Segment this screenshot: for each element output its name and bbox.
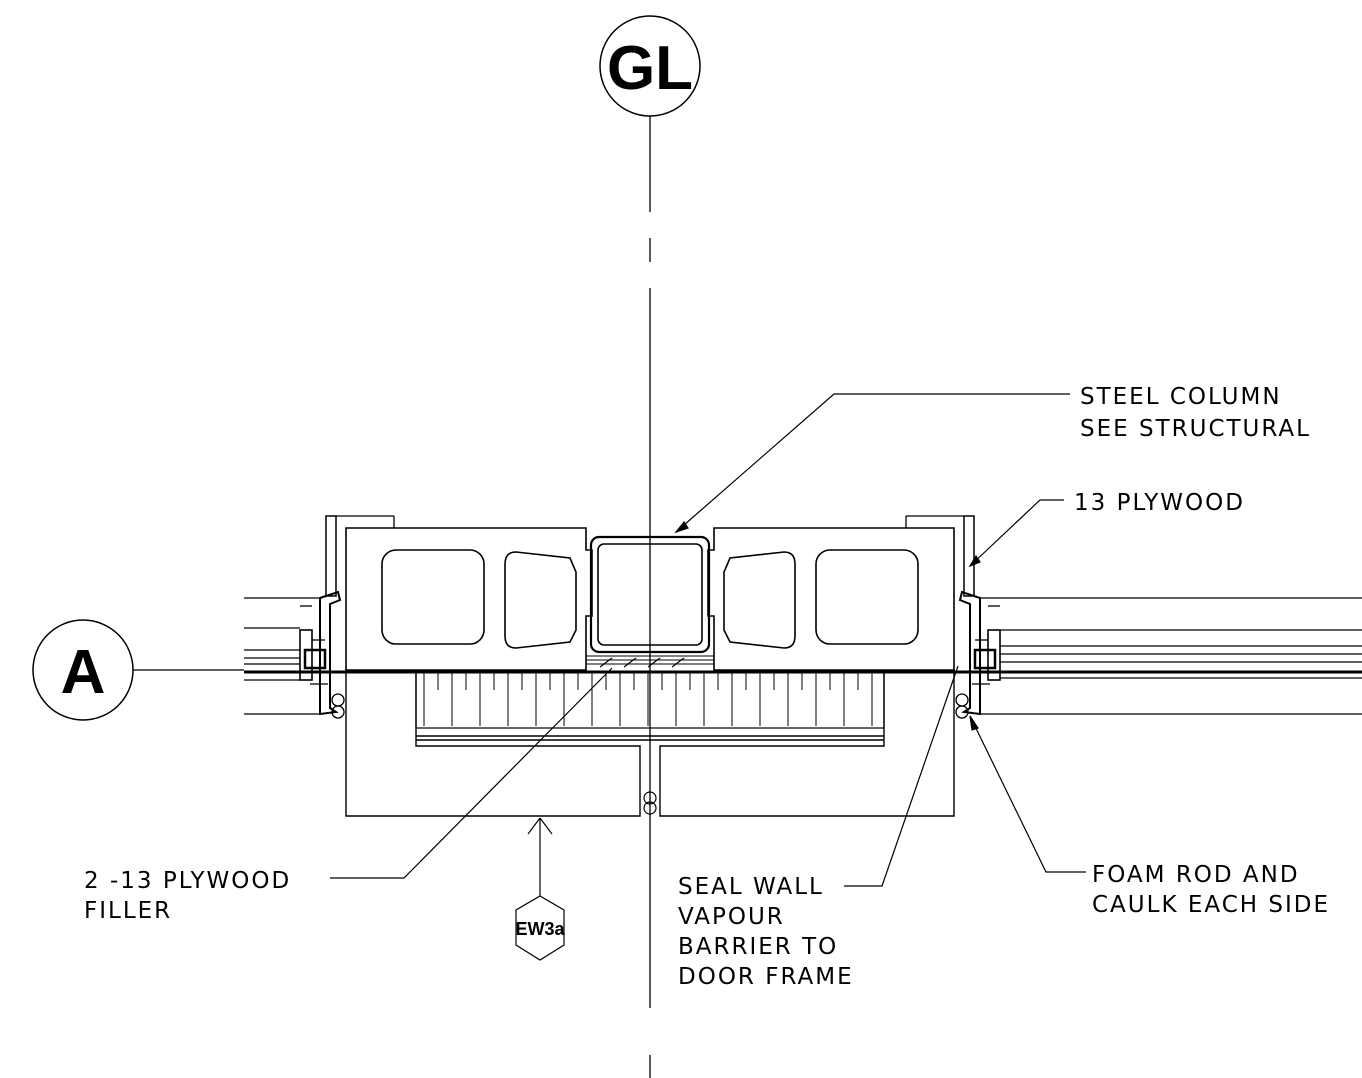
cmu-block-left: [345, 527, 593, 671]
note-seal-wall-line3: BARRIER TO: [678, 934, 838, 960]
note-plywood: 13 PLYWOOD: [1074, 490, 1245, 516]
insulation-hatch: [423, 672, 873, 726]
note-plywood-filler: 2 -13 PLYWOOD FILLER: [84, 868, 291, 924]
note-plywood-line1: 13 PLYWOOD: [1074, 490, 1245, 516]
grid-bubble-a: A: [32, 619, 134, 721]
note-foam-rod-line2: CAULK EACH SIDE: [1092, 892, 1330, 918]
note-plywood-filler-line1: 2 -13 PLYWOOD: [84, 868, 291, 894]
section-tag: EW3a: [515, 817, 565, 961]
note-foam-rod: FOAM ROD AND CAULK EACH SIDE: [1092, 862, 1330, 918]
note-seal-wall: SEAL WALL VAPOUR BARRIER TO DOOR FRAME: [678, 874, 854, 990]
grid-bubble-gl-text: GL: [607, 34, 693, 103]
note-seal-wall-line1: SEAL WALL: [678, 874, 824, 900]
cladding: [345, 672, 955, 817]
note-steel-column-line2: SEE STRUCTURAL: [1080, 416, 1311, 442]
leader-lines: [330, 393, 1086, 887]
section-tag-text: EW3a: [515, 919, 565, 939]
steel-column: [589, 535, 711, 654]
note-steel-column: STEEL COLUMN SEE STRUCTURAL: [1080, 384, 1311, 442]
plywood-filler: [586, 655, 714, 668]
grid-bubble-a-text: A: [61, 638, 106, 707]
note-seal-wall-line2: VAPOUR: [678, 904, 785, 930]
note-foam-rod-line1: FOAM ROD AND: [1092, 862, 1300, 888]
grid-bubble-gl: GL: [599, 15, 701, 117]
note-seal-wall-line4: DOOR FRAME: [678, 964, 854, 990]
note-plywood-filler-line2: FILLER: [84, 898, 172, 924]
right-door-frame: [905, 515, 1362, 719]
cmu-block-right: [707, 527, 955, 671]
left-door-frame: [244, 515, 395, 719]
note-steel-column-line1: STEEL COLUMN: [1080, 384, 1282, 410]
